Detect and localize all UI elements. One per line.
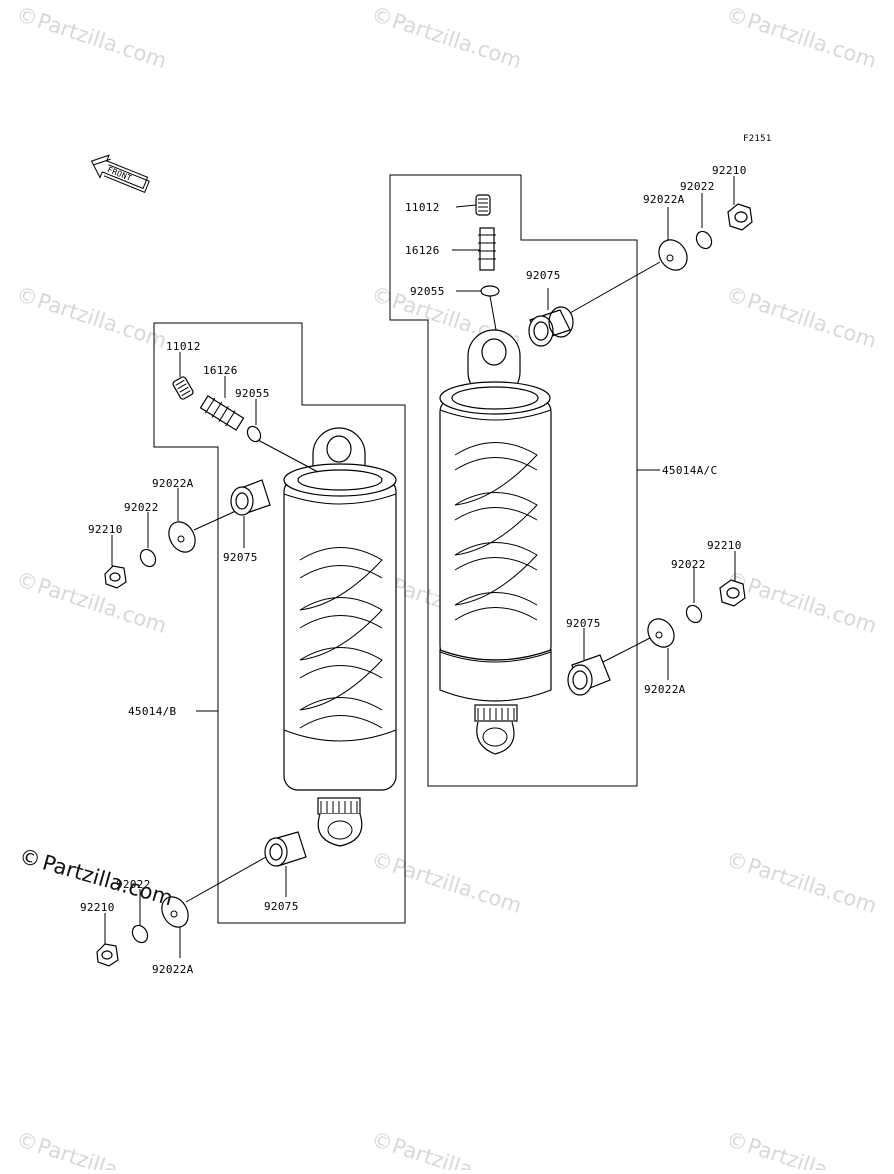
part-label-92210-top-left[interactable]: 92210: [88, 523, 123, 536]
watermark-text: Partzilla.com: [34, 289, 169, 353]
washer-part[interactable]: [653, 234, 693, 275]
part-label-92055-left[interactable]: 92055: [235, 387, 270, 400]
o-ring-part[interactable]: [245, 424, 263, 444]
circlip-part[interactable]: [137, 547, 158, 570]
o-ring-part[interactable]: [480, 285, 500, 297]
part-label-11012[interactable]: 11012: [405, 201, 440, 214]
part-label-92022-top[interactable]: 92022: [680, 180, 715, 193]
part-label-92075-top-left[interactable]: 92075: [223, 551, 258, 564]
nut-part[interactable]: [719, 579, 746, 607]
part-label-92022-bot[interactable]: 92022: [671, 558, 706, 571]
part-label-92210-bot[interactable]: 92210: [707, 539, 742, 552]
part-label-92075-bot-left[interactable]: 92075: [264, 900, 299, 913]
part-label-92075-bot[interactable]: 92075: [566, 617, 601, 630]
shock-absorber-left: 11012 16126 92055 92022A 92022 92: [80, 322, 406, 976]
collar-part[interactable]: [264, 831, 307, 867]
watermark-text: Partzilla.com: [389, 1134, 524, 1170]
collar-part[interactable]: [567, 654, 611, 696]
circlip-part[interactable]: [129, 923, 150, 946]
circlip-part[interactable]: [683, 603, 704, 626]
washer-part[interactable]: [164, 517, 201, 557]
watermark-text: Partzilla.com: [389, 9, 524, 73]
washer-part[interactable]: [643, 614, 680, 652]
watermark-text: Partzilla.com: [744, 854, 879, 918]
front-arrow-label: FRONT: [106, 165, 133, 183]
watermark-text: Partzilla.com: [744, 1134, 879, 1170]
watermark-text: Partzilla.com: [34, 9, 169, 73]
part-label-92022A-top[interactable]: 92022A: [643, 193, 685, 206]
part-label-45014AC[interactable]: 45014A/C: [662, 464, 717, 477]
watermark-text: Partzilla.com: [34, 574, 169, 638]
svg-text:©: ©: [17, 844, 44, 873]
part-label-92210-top[interactable]: 92210: [712, 164, 747, 177]
shock-absorber-right: 11012 16126 92055 92075 92022A: [389, 164, 753, 787]
part-label-92210-bot-left[interactable]: 92210: [80, 901, 115, 914]
part-label-92022-bot-left[interactable]: 92022: [116, 878, 151, 891]
collar-part[interactable]: [230, 479, 271, 516]
part-label-92022A-bot-left[interactable]: 92022A: [152, 963, 194, 976]
washer-part[interactable]: [157, 892, 194, 932]
front-arrow-icon: FRONT: [90, 154, 150, 193]
circlip-part[interactable]: [693, 229, 714, 252]
part-label-16126[interactable]: 16126: [405, 244, 440, 257]
valve-cap-part[interactable]: [172, 376, 194, 400]
watermark-text: Partzilla.com: [744, 289, 879, 353]
part-label-92022A-bot[interactable]: 92022A: [644, 683, 686, 696]
valve-part[interactable]: [199, 394, 245, 432]
part-label-92075-top[interactable]: 92075: [526, 269, 561, 282]
part-label-92022-top-left[interactable]: 92022: [124, 501, 159, 514]
nut-part[interactable]: [96, 943, 119, 967]
part-label-11012-left[interactable]: 11012: [166, 340, 201, 353]
watermark-text: Partzilla.com: [744, 9, 879, 73]
nut-part[interactable]: [104, 565, 127, 589]
part-label-16126-left[interactable]: 16126: [203, 364, 238, 377]
valve-part[interactable]: [478, 227, 496, 271]
part-label-92022A-top-left[interactable]: 92022A: [152, 477, 194, 490]
nut-part[interactable]: [727, 203, 753, 231]
collar-part[interactable]: [528, 306, 574, 347]
part-label-45014B[interactable]: 45014/B: [128, 705, 177, 718]
watermark-text: Partzilla.com: [744, 574, 879, 638]
watermark-text: Partzilla.com: [34, 1134, 169, 1170]
figure-code: F2151: [743, 134, 772, 144]
valve-cap-part[interactable]: [475, 194, 491, 216]
part-label-92055[interactable]: 92055: [410, 285, 445, 298]
watermark-text: Partzilla.com: [389, 854, 524, 918]
